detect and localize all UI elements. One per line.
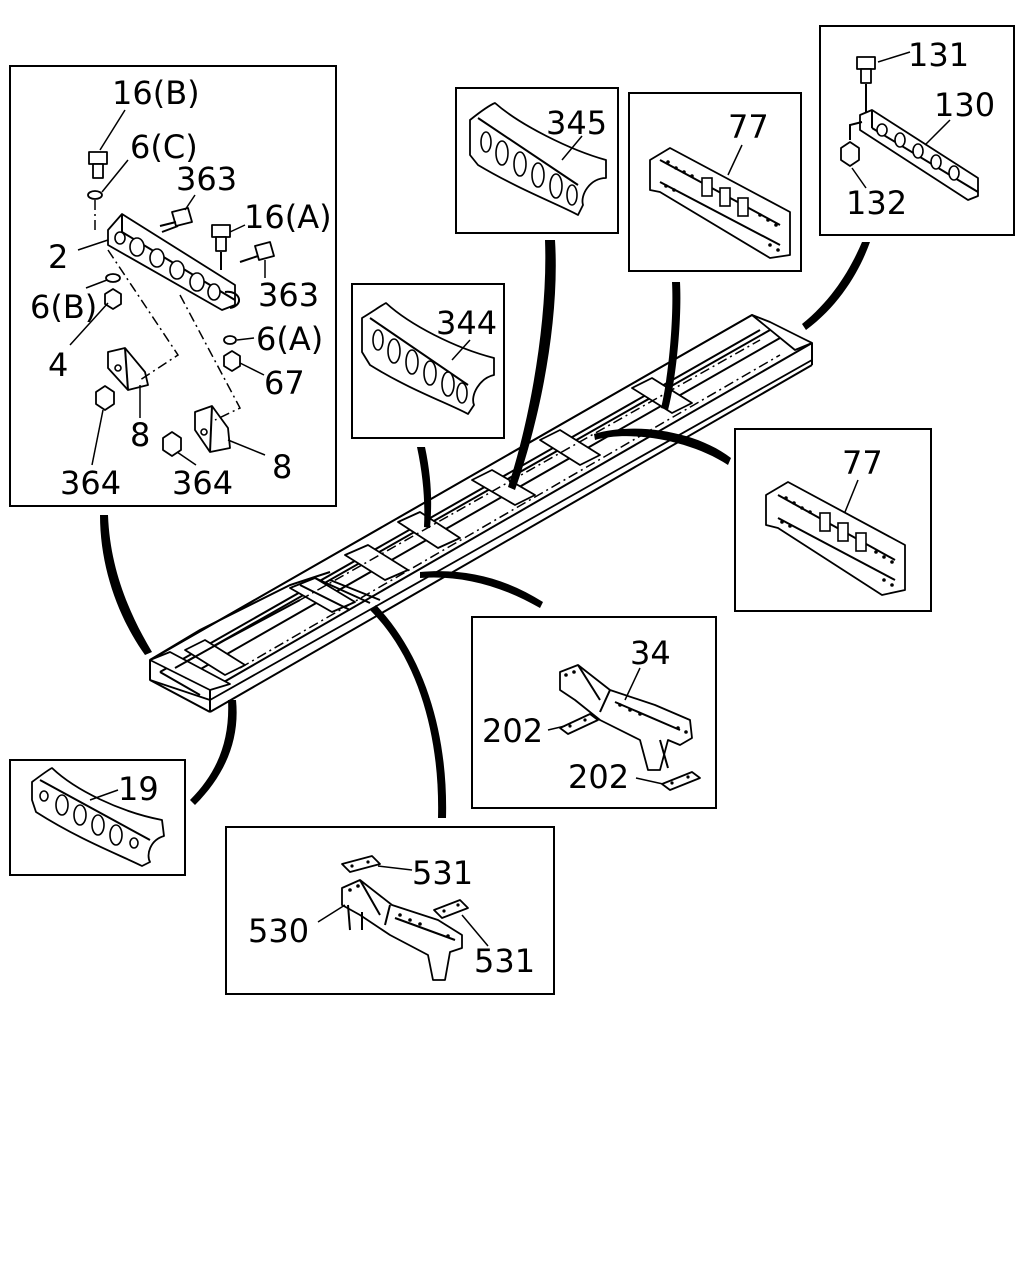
label-34: 34 bbox=[630, 634, 671, 672]
detail-box-crossmember-mount: 16(B) 6(C) 363 16(A) 2 363 6(B) 6(A) 4 6… bbox=[9, 65, 337, 507]
nut-icon bbox=[162, 431, 182, 457]
callout-leaders bbox=[100, 240, 870, 818]
label-363-lower: 363 bbox=[258, 276, 319, 314]
frame-crossmembers bbox=[184, 314, 813, 676]
detail-box-130: 131 130 132 bbox=[819, 25, 1015, 236]
label-77-top: 77 bbox=[728, 108, 769, 146]
crossmember-icon bbox=[361, 302, 495, 415]
label-19: 19 bbox=[118, 770, 159, 808]
nut-icon bbox=[95, 385, 115, 411]
detail-box-77-right: 77 bbox=[734, 428, 932, 612]
shim-plate-icon bbox=[661, 771, 701, 791]
label-16b: 16(B) bbox=[112, 74, 200, 112]
nut-icon bbox=[223, 350, 241, 372]
crossmember-icon bbox=[469, 102, 607, 216]
label-132: 132 bbox=[846, 184, 907, 222]
label-6b: 6(B) bbox=[30, 288, 97, 326]
bolt-icon bbox=[159, 207, 193, 233]
label-2: 2 bbox=[48, 238, 68, 276]
label-345: 345 bbox=[546, 104, 607, 142]
label-77-right: 77 bbox=[842, 444, 883, 482]
crossmember-icon bbox=[31, 767, 165, 867]
detail-box-77-top: 77 bbox=[628, 92, 802, 272]
label-531-bottom: 531 bbox=[474, 942, 535, 980]
washer-icon bbox=[87, 190, 103, 200]
detail-box-344: 344 bbox=[351, 283, 505, 439]
crossmember-icon bbox=[859, 109, 979, 201]
bolt-icon bbox=[856, 56, 876, 84]
label-363-upper: 363 bbox=[176, 160, 237, 198]
crossmember-2-icon bbox=[107, 213, 236, 311]
bolt-icon bbox=[88, 151, 108, 179]
detail-box-345: 345 bbox=[455, 87, 619, 234]
detail-box-19: 19 bbox=[9, 759, 186, 876]
detail-box-34: 34 202 202 bbox=[471, 616, 717, 809]
washer-icon bbox=[223, 335, 237, 345]
label-130: 130 bbox=[934, 86, 995, 124]
crossmember-icon bbox=[649, 147, 791, 259]
washer-icon bbox=[105, 273, 121, 283]
label-531-top: 531 bbox=[412, 854, 473, 892]
bolt-icon bbox=[239, 241, 275, 263]
label-6a: 6(A) bbox=[256, 320, 323, 358]
label-202-left: 202 bbox=[482, 712, 543, 750]
label-8-lower: 8 bbox=[272, 448, 292, 486]
label-344: 344 bbox=[436, 304, 497, 342]
label-202-right: 202 bbox=[568, 758, 629, 796]
label-67: 67 bbox=[264, 364, 305, 402]
chassis-frame bbox=[149, 314, 813, 713]
label-364-right: 364 bbox=[172, 464, 233, 502]
label-4: 4 bbox=[48, 346, 68, 384]
crossmember-icon bbox=[559, 664, 693, 771]
crossmember-icon bbox=[765, 481, 906, 596]
nut-icon bbox=[104, 288, 122, 310]
label-6c: 6(C) bbox=[130, 128, 198, 166]
shim-plate-icon bbox=[433, 899, 469, 919]
label-8-upper: 8 bbox=[130, 416, 150, 454]
shim-plate-icon bbox=[559, 713, 599, 735]
detail-box-530: 531 530 531 bbox=[225, 826, 555, 995]
label-364-left: 364 bbox=[60, 464, 121, 502]
crossmember-icon bbox=[341, 879, 463, 981]
label-16a: 16(A) bbox=[244, 198, 332, 236]
shim-plate-icon bbox=[341, 855, 381, 873]
bracket-icon bbox=[194, 405, 231, 453]
label-530: 530 bbox=[248, 912, 309, 950]
label-131: 131 bbox=[908, 36, 969, 74]
bracket-icon bbox=[107, 347, 149, 391]
bolt-icon bbox=[211, 224, 231, 252]
nut-icon bbox=[840, 141, 860, 167]
